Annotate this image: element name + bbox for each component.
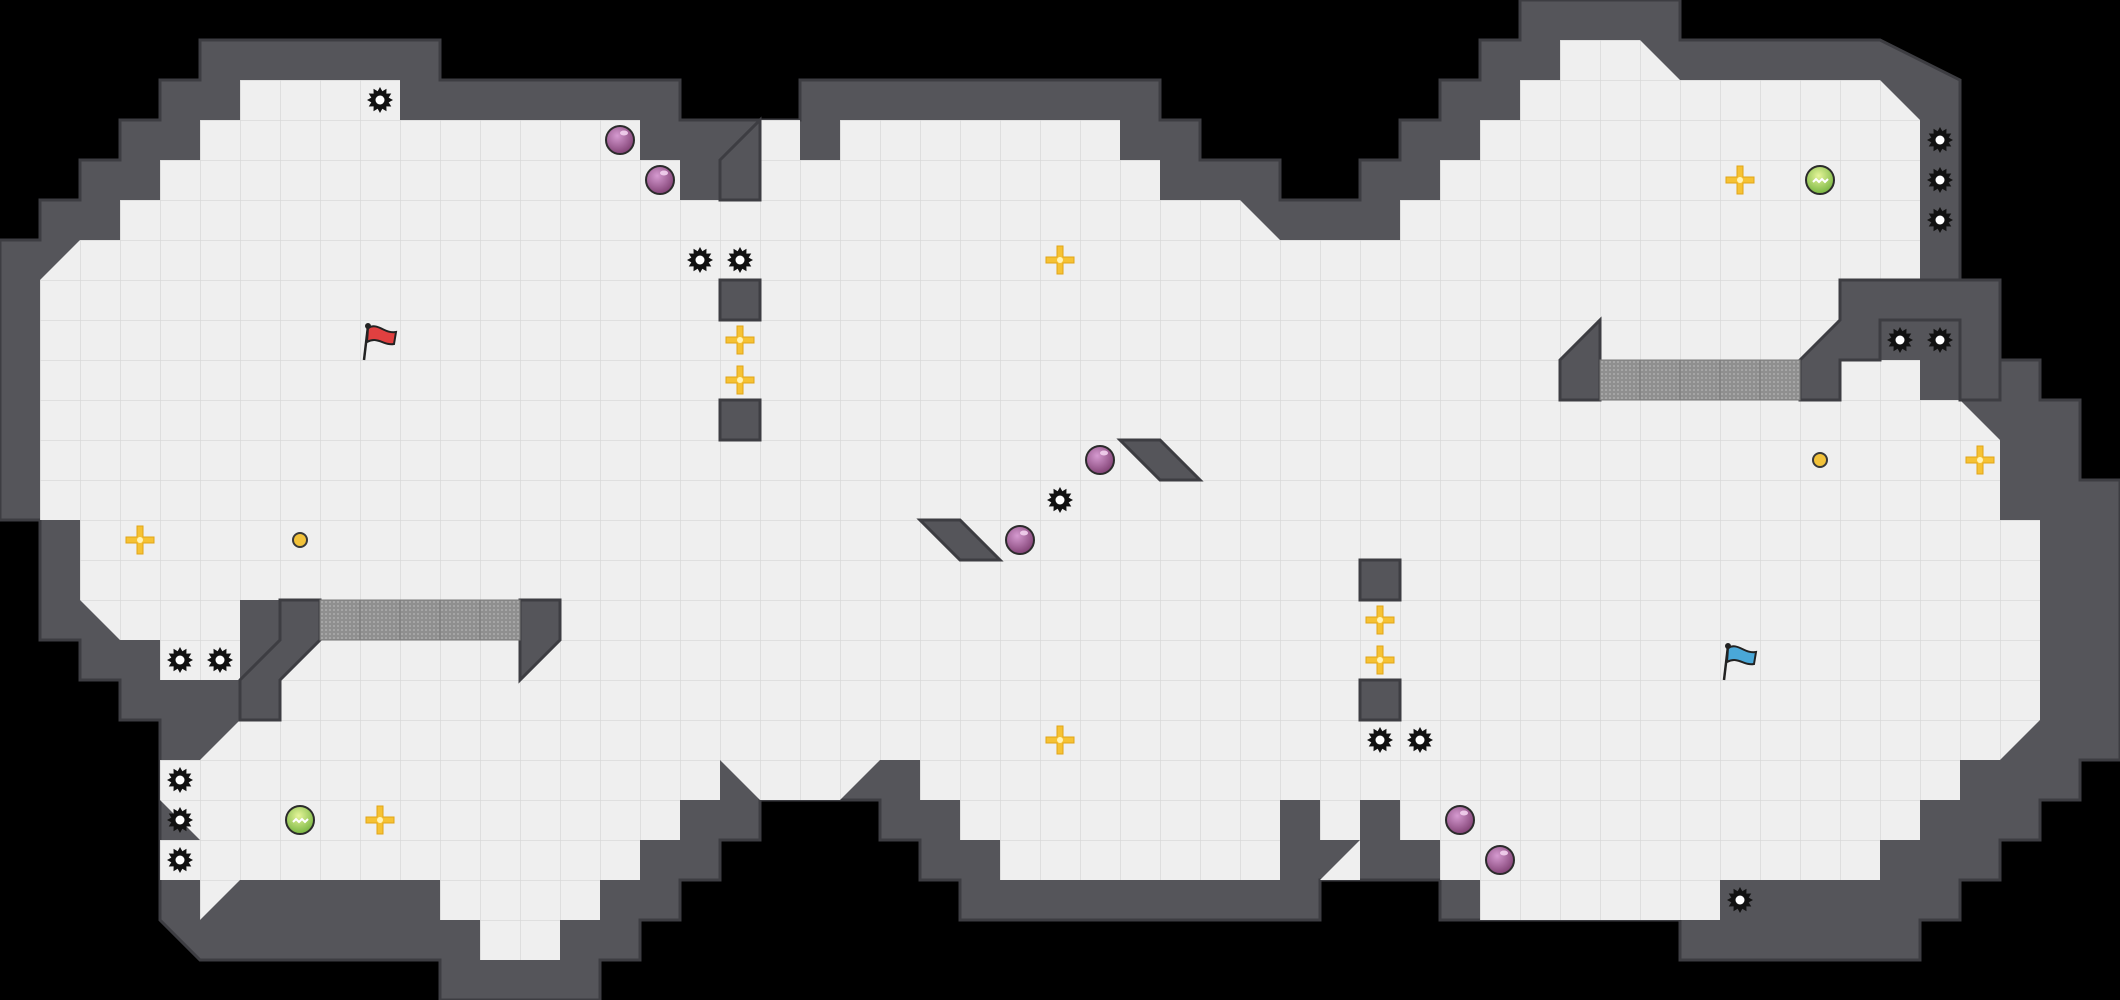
wall-block (1358, 678, 1402, 722)
wall-block (718, 278, 762, 322)
boost-icon (1965, 445, 1995, 475)
boost-icon (1365, 605, 1395, 635)
boost-icon (1725, 165, 1755, 195)
bomb-icon (1085, 445, 1115, 475)
bomb-icon (1485, 845, 1515, 875)
wall-block (718, 398, 762, 442)
bombs-layer (605, 125, 1515, 875)
wall-block (1358, 558, 1402, 602)
bomb-icon (1005, 525, 1035, 555)
boost-icon (125, 525, 155, 555)
spike-icon (727, 247, 753, 273)
gate (1599, 359, 1801, 401)
spike-icon (1927, 167, 1953, 193)
pellet-icon (292, 532, 308, 548)
spike-icon (1727, 887, 1753, 913)
blue-flag-icon (1722, 643, 1758, 681)
spike-icon (207, 647, 233, 673)
spike-icon (1367, 727, 1393, 753)
gate (319, 599, 521, 641)
wall-ledge (1798, 278, 2002, 402)
bomb-icon (645, 165, 675, 195)
spike-icon (167, 647, 193, 673)
boost-icon (365, 805, 395, 835)
powerup-icon (285, 805, 315, 835)
boosts-layer (125, 165, 1995, 835)
spike-icon (687, 247, 713, 273)
boost-icon (1045, 245, 1075, 275)
boost-icon (1365, 645, 1395, 675)
spikes-layer (167, 87, 1953, 913)
powerup-icon (1805, 165, 1835, 195)
spike-icon (1407, 727, 1433, 753)
spike-icon (167, 767, 193, 793)
boost-icon (1045, 725, 1075, 755)
wall-diagonal (1116, 438, 1204, 482)
powerups-layer (285, 165, 1835, 835)
wall-ledge (518, 598, 562, 684)
wall-diagonal (916, 518, 1004, 562)
red-flag-icon (362, 323, 398, 361)
pellets-layer (292, 452, 1828, 548)
spike-icon (1047, 487, 1073, 513)
spike-icon (1887, 327, 1913, 353)
boost-icon (725, 365, 755, 395)
boost-icon (725, 325, 755, 355)
wall-ledge (718, 116, 762, 202)
spike-icon (367, 87, 393, 113)
pellet-icon (1812, 452, 1828, 468)
interior-walls (238, 116, 2002, 722)
flags-layer (362, 323, 1758, 681)
spike-icon (1927, 127, 1953, 153)
spike-icon (1927, 327, 1953, 353)
gates-layer (319, 359, 1801, 641)
floor (40, 40, 2040, 960)
spike-icon (1927, 207, 1953, 233)
spike-icon (167, 847, 193, 873)
spike-icon (167, 807, 193, 833)
bomb-icon (605, 125, 635, 155)
bomb-icon (1445, 805, 1475, 835)
